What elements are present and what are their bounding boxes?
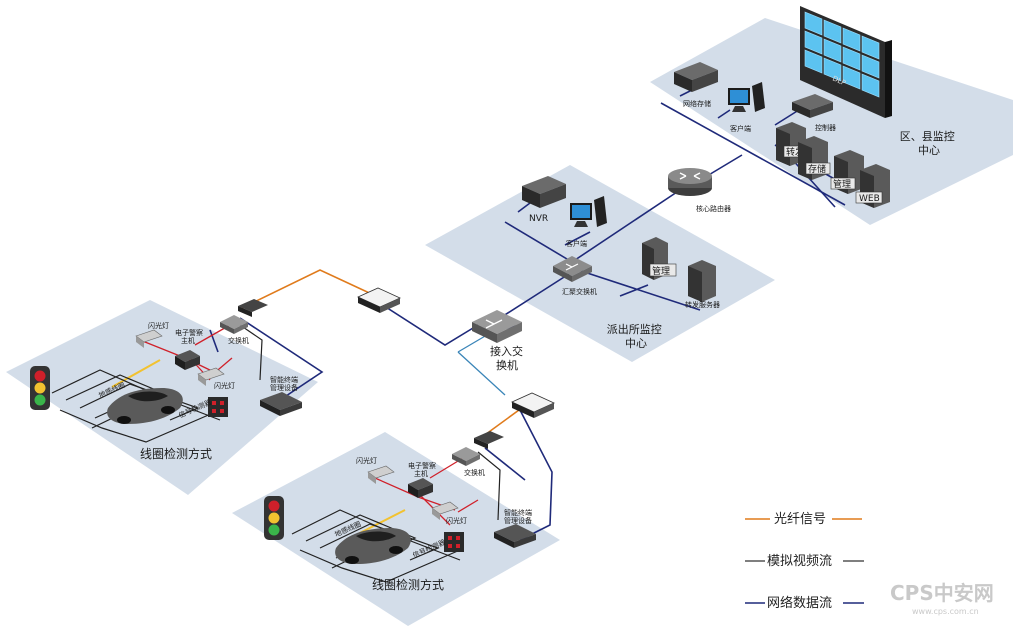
aggregation-switch-label: 汇聚交换机	[562, 287, 597, 296]
core-router	[668, 168, 712, 196]
site1-signal-box	[208, 397, 228, 417]
access-switch	[472, 310, 522, 343]
controller-label: 控制器	[815, 123, 836, 132]
site2-flash-camera-1	[367, 465, 395, 484]
site1-ep-host-label: 电子警察 主机	[175, 328, 205, 345]
fiber-converter-2	[511, 392, 555, 418]
forward-server	[688, 260, 716, 302]
site1-switch-label: 交换机	[228, 336, 249, 345]
zone-police-station	[425, 165, 775, 362]
site2-smart-terminal-label: 智能终端 管理设备	[504, 508, 534, 525]
client-mid-pc	[570, 196, 607, 227]
district-center-label: 区、县监控 中心	[900, 129, 959, 157]
police-station-line2: 中心	[625, 337, 647, 350]
site1-ep-host-line1: 电子警察	[175, 328, 203, 337]
legend-analog-label: 模拟视频流	[767, 554, 832, 569]
site2-flash1-label: 闪光灯	[356, 456, 377, 465]
site1-smart-line1: 智能终端	[270, 375, 298, 384]
site2-traffic-light	[264, 496, 284, 540]
site1-flash-camera-2	[197, 367, 225, 386]
aggregation-switch	[553, 256, 592, 282]
legend-fiber-label: 光纤信号	[774, 512, 826, 527]
site2-switch-label: 交换机	[464, 468, 485, 477]
district-center-line2: 中心	[918, 144, 940, 157]
network-storage-label: 网络存储	[683, 99, 711, 108]
srv-manage-label: 管理	[833, 178, 851, 190]
site1-traffic-light	[30, 366, 50, 410]
watermark-url: www.cps.com.cn	[912, 607, 979, 616]
network-links	[209, 89, 846, 541]
site1-ep-host-line2: 主机	[181, 336, 195, 345]
district-center-line1: 区、县监控	[900, 129, 955, 143]
site1-flash-camera-1	[135, 329, 163, 348]
site2-switch	[452, 447, 480, 466]
site2-flash-camera-2	[431, 501, 459, 520]
server-rack-manage: 管理	[830, 150, 864, 194]
site1-car	[107, 388, 183, 424]
client-top-pc	[728, 82, 765, 112]
forward-server-label: 转发服务器	[685, 300, 720, 309]
site1-smart-terminal	[260, 392, 302, 416]
site1-small-switch	[238, 299, 268, 317]
site2-signal-box	[444, 532, 464, 552]
site2-small-switch	[474, 431, 504, 449]
police-station-label: 派出所监控 中心	[607, 322, 666, 350]
dlp-video-wall: DLP	[800, 6, 892, 118]
zone-district-center	[650, 18, 1013, 225]
legend: 光纤信号 模拟视频流 网络数据流	[745, 512, 864, 611]
server-manage-2: 管理	[642, 237, 677, 280]
site2-flash2-label: 闪光灯	[446, 516, 467, 525]
nvr-device	[522, 176, 566, 208]
client-mid-label: 客户端	[566, 239, 587, 248]
site1-flash2-label: 闪光灯	[214, 381, 235, 390]
server-rack-storage: 存储	[798, 136, 831, 180]
site1-smart-terminal-label: 智能终端 管理设备	[270, 375, 300, 392]
site2-car	[335, 528, 411, 564]
srv-storage-label: 存储	[808, 163, 826, 175]
network-storage-device	[674, 62, 718, 92]
fiber-converter-1	[357, 287, 401, 313]
site1-smart-line2: 管理设备	[270, 383, 298, 392]
police-station-line1: 派出所监控	[607, 322, 662, 336]
site2-smart-terminal	[494, 524, 536, 548]
srv-manage2-label: 管理	[652, 265, 670, 277]
site2-caption: 线圈检测方式	[372, 577, 444, 592]
legend-network-label: 网络数据流	[767, 595, 832, 611]
site2-smart-line2: 管理设备	[504, 516, 532, 525]
controller-device	[792, 94, 833, 118]
watermark-brand: CPS中安网	[890, 581, 994, 605]
access-switch-line1: 接入交	[490, 344, 523, 358]
access-switch-line2: 换机	[496, 358, 518, 372]
client-top-label: 客户端	[730, 124, 751, 133]
site1-switch	[220, 315, 248, 334]
site1-ep-host	[175, 350, 200, 370]
core-router-label: 核心路由器	[696, 204, 731, 213]
site2-ep-host-line1: 电子警察	[408, 461, 436, 470]
srv-web-label: WEB	[859, 194, 880, 204]
site2-smart-line1: 智能终端	[504, 508, 532, 517]
site2-ep-host	[408, 478, 433, 498]
site1-flash1-label: 闪光灯	[148, 321, 169, 330]
site1-caption: 线圈检测方式	[140, 446, 212, 461]
access-switch-label: 接入交 换机	[490, 344, 527, 372]
server-rack-web: WEB	[855, 164, 890, 208]
site2-ep-host-label: 电子警察 主机	[408, 461, 438, 478]
site2-ep-host-line2: 主机	[414, 469, 428, 478]
nvr-label: NVR	[529, 214, 548, 224]
